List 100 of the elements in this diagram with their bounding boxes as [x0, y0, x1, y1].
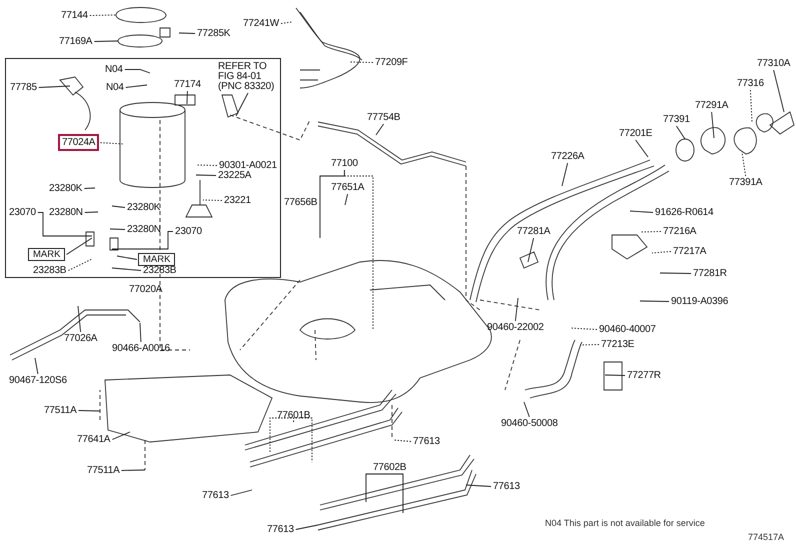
part-number: 77281A: [516, 226, 552, 237]
part-number: 77241W: [242, 18, 280, 29]
leader-line: [94, 40, 118, 42]
part-number: 77391: [662, 114, 691, 125]
leader-line: [125, 84, 148, 88]
leader-line: [366, 474, 390, 502]
leader-line: [236, 92, 248, 116]
leader-line: [230, 490, 252, 496]
leader-line: [110, 228, 126, 230]
mark-tag: MARK: [138, 253, 176, 266]
leader-line: [742, 152, 746, 176]
leader-line: [773, 70, 784, 112]
part-number: 77613: [201, 490, 230, 501]
part-number: 77213E: [600, 339, 636, 350]
part-number: 91626-R0614: [654, 207, 714, 218]
leader-line: [640, 231, 662, 232]
part-number: 77601B: [276, 410, 312, 421]
part-number: 77310A: [756, 58, 792, 69]
part-number: 90460-22002: [486, 322, 545, 333]
leader-line: [38, 86, 70, 88]
part-number: N04: [105, 82, 125, 93]
part-number: 77216A: [662, 226, 698, 237]
part-number: 77613: [412, 436, 441, 447]
leader-line: [34, 358, 38, 374]
leader-line: [750, 90, 752, 122]
part-number: 77511A: [86, 465, 121, 476]
leader-line: [84, 212, 98, 213]
part-number: 77144: [60, 10, 89, 21]
part-number: 90460-40007: [598, 324, 657, 335]
leader-line: [350, 62, 374, 63]
part-number: 77754B: [366, 112, 402, 123]
part-number: 77209F: [374, 57, 409, 68]
part-number: 77656B: [283, 197, 318, 208]
leader-line: [528, 238, 534, 262]
part-number: 77026A: [63, 333, 98, 344]
leader-line: [630, 210, 654, 213]
leader-line: [140, 322, 142, 342]
leader-line: [112, 268, 142, 271]
part-number: 77285K: [196, 28, 232, 39]
leader-line: [196, 174, 216, 176]
part-number: 23070: [8, 207, 37, 218]
leader-line: [112, 231, 174, 250]
part-number: 23221: [223, 195, 252, 206]
leader-line: [640, 300, 670, 302]
leader-line: [37, 212, 92, 236]
part-number: 77100: [330, 158, 359, 169]
part-number: 77174: [173, 79, 202, 90]
part-number: 77024A: [61, 137, 96, 148]
mark-tag: MARK: [28, 248, 66, 261]
part-number: 77613: [266, 524, 295, 535]
part-number: N04: [104, 64, 124, 75]
part-number: 77602B: [372, 462, 408, 473]
part-number: 90467-120S6: [8, 375, 68, 386]
part-number: 77785: [9, 82, 38, 93]
leader-line: [112, 432, 130, 440]
leader-line: [635, 140, 648, 158]
leader-line: [186, 90, 188, 104]
part-number: REFER TO FIG 84-01 (PNC 83320): [217, 62, 279, 92]
leader-line: [344, 170, 374, 330]
leader-line: [78, 410, 100, 412]
leader-line: [196, 164, 218, 166]
leader-line: [392, 440, 412, 442]
figure-number: 774517A: [748, 532, 784, 542]
leader-line: [295, 524, 318, 530]
part-number: 77511A: [43, 405, 78, 416]
part-number: 77641A: [76, 434, 112, 445]
leader-line: [178, 32, 196, 34]
part-number: 77281R: [692, 268, 728, 279]
part-number: 77226A: [550, 151, 586, 162]
part-number: 77169A: [58, 36, 94, 47]
part-number: 23280K: [126, 202, 162, 213]
leader-line: [68, 258, 92, 271]
leader-line: [78, 306, 82, 332]
part-number: 77217A: [672, 246, 708, 257]
leader-line: [570, 328, 598, 330]
part-number: 77277R: [626, 370, 662, 381]
part-number: 77391A: [728, 177, 764, 188]
leader-line: [293, 418, 312, 462]
part-number: 23070: [174, 226, 203, 237]
leader-line: [711, 112, 714, 138]
leader-line: [652, 251, 672, 254]
leader-line: [202, 200, 222, 201]
part-number: 23280K: [48, 183, 84, 194]
part-number: 77613: [492, 481, 521, 492]
part-number: 77020A: [129, 284, 162, 295]
leader-line: [514, 298, 518, 322]
leader-line: [124, 69, 150, 74]
part-number: 77201E: [618, 128, 654, 139]
leader-line: [344, 194, 348, 206]
part-number: 23280N: [126, 224, 162, 235]
leader-line: [280, 22, 292, 24]
leader-line: [121, 470, 146, 471]
part-number: 23280N: [48, 207, 84, 218]
part-number: 90466-A0016: [111, 343, 171, 354]
leader-line: [676, 126, 686, 140]
part-number: 23225A: [217, 170, 252, 181]
leader-line: [524, 402, 530, 418]
part-number: 77651A: [330, 182, 366, 193]
part-number: 77291A: [694, 100, 730, 111]
footnote: N04 This part is not available for service: [545, 518, 705, 528]
